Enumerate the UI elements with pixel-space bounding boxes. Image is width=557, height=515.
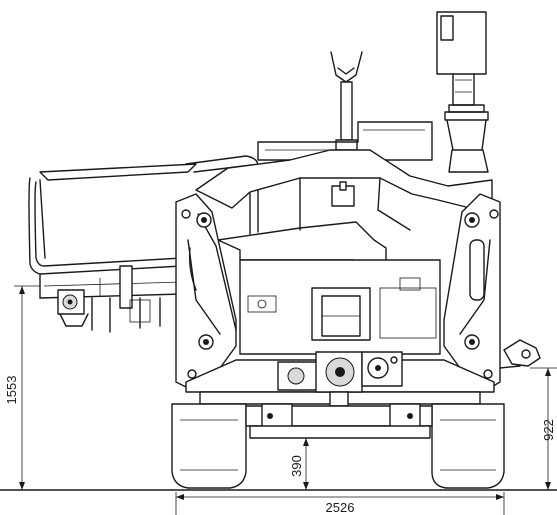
dimension-overall-width: 2526 — [175, 492, 505, 515]
ground-clearance-label: 390 — [289, 455, 304, 477]
right-wheel — [431, 403, 505, 489]
dimension-axle-height: 922 — [530, 367, 557, 490]
main-body — [195, 149, 493, 355]
discharge-chute — [436, 11, 489, 173]
left-wheel — [171, 403, 247, 489]
dimension-overall-height: 1553 — [4, 285, 40, 491]
axle-assembly — [245, 403, 433, 439]
tow-hitch — [499, 339, 541, 369]
lifting-eye — [330, 51, 363, 151]
infeed-table — [28, 155, 259, 333]
dimension-ground-clearance: 390 — [289, 438, 309, 490]
lower-crossbar — [185, 351, 495, 407]
rear-housing — [257, 121, 433, 161]
right-frame — [443, 193, 501, 389]
axle-height-label: 922 — [541, 419, 556, 441]
left-frame — [175, 193, 237, 389]
overall-width-label: 2526 — [326, 500, 355, 515]
overall-height-label: 1553 — [4, 376, 19, 405]
